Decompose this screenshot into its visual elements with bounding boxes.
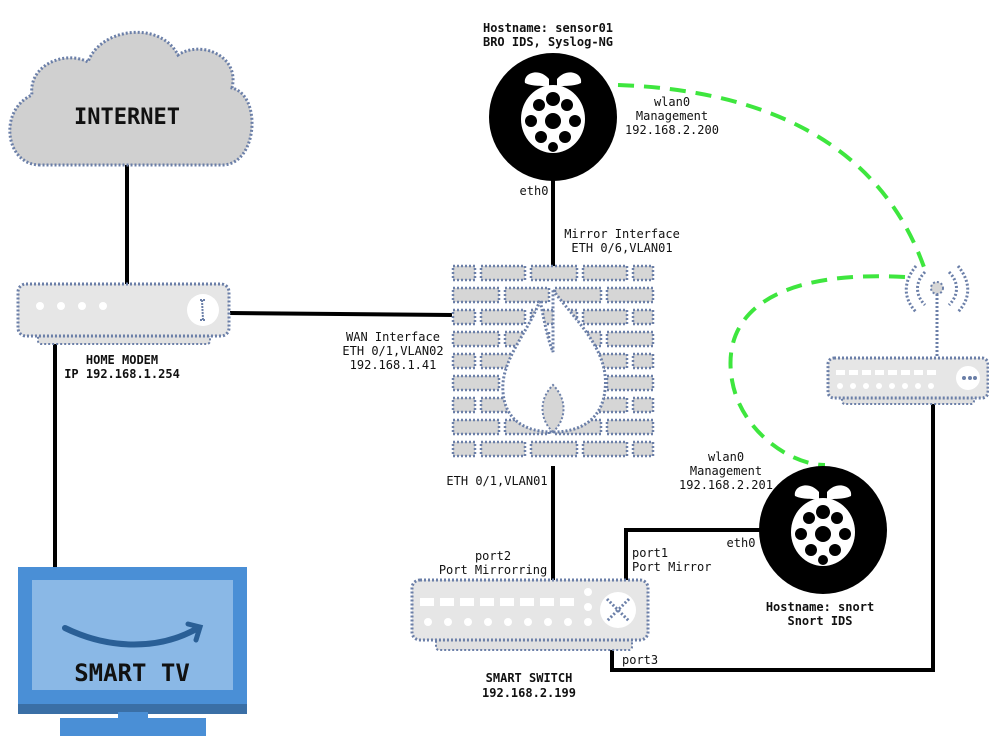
- switch-port1-mode: Port Mirror: [632, 560, 711, 574]
- lan-interface-label: ETH 0/1,VLAN01: [446, 474, 547, 488]
- switch-port2-label: port2: [475, 549, 511, 563]
- switch-logo-icon: [600, 592, 636, 628]
- internet-cloud: INTERNET: [8, 30, 254, 167]
- snort-hostname: Hostname: snort: [766, 600, 874, 614]
- switch-ports: [420, 588, 592, 626]
- sensor01-wlan-role: Management: [636, 109, 708, 123]
- wifi-link-snort: [728, 274, 906, 467]
- link-switch-port3-ap: [610, 400, 935, 672]
- antenna-icon: [904, 265, 970, 358]
- wan-interface-label: WAN Interface: [346, 330, 440, 344]
- sensor01-wlan-label: wlan0: [654, 95, 690, 109]
- switch-port3-label: port3: [622, 653, 658, 667]
- mirror-interface-port: ETH 0/6,VLAN01: [571, 241, 672, 255]
- modem-led-icon: [78, 302, 86, 310]
- modem-led-icon: [99, 302, 107, 310]
- ap-ports: [836, 370, 936, 389]
- sensor01-node: Hostname: sensor01 BRO IDS, Syslog-NG et…: [483, 21, 719, 198]
- firewall: [451, 264, 655, 466]
- amazon-smile-icon: [62, 625, 201, 648]
- wireless-links: [617, 83, 927, 467]
- switch-port1-label: port1: [632, 546, 668, 560]
- modem-name: HOME MODEM: [86, 353, 158, 367]
- wifi-link-sensor01: [617, 83, 927, 271]
- snort-wlan-ip: 192.168.2.201: [679, 478, 773, 492]
- raspberry-pi-icon: [791, 485, 855, 566]
- snort-eth-label: eth0: [727, 536, 756, 550]
- link-switch-port1-snort: [624, 528, 760, 582]
- raspberry-pi-icon: [521, 72, 585, 153]
- sensor01-hostname: Hostname: sensor01: [483, 21, 613, 35]
- tv-label: SMART TV: [74, 659, 190, 687]
- mirror-interface-label: Mirror Interface: [564, 227, 680, 241]
- switch-ip: 192.168.2.199: [482, 686, 576, 700]
- flame-icon: [501, 285, 607, 434]
- modem-led-icon: [57, 302, 65, 310]
- sensor01-services: BRO IDS, Syslog-NG: [483, 35, 613, 49]
- sensor01-eth-label: eth0: [520, 184, 549, 198]
- snort-wlan-role: Management: [690, 464, 762, 478]
- modem-led-icon: [36, 302, 44, 310]
- sensor01-wlan-ip: 192.168.2.200: [625, 123, 719, 137]
- switch-name: SMART SWITCH: [486, 671, 573, 685]
- tv-stand: [60, 718, 206, 736]
- internet-label: INTERNET: [74, 105, 180, 130]
- snort-services: Snort IDS: [787, 614, 852, 628]
- snort-wlan-label: wlan0: [708, 450, 744, 464]
- wireless-access-point: [826, 265, 989, 405]
- wan-interface-port: ETH 0/1,VLAN02: [342, 344, 443, 358]
- link-modem-firewall: [229, 311, 453, 317]
- smart-switch: port2 Port Mirrorring port1 Port Mirror …: [410, 546, 711, 700]
- home-modem: HOME MODEM IP 192.168.1.254: [16, 282, 231, 381]
- wired-links: [53, 165, 935, 672]
- smart-tv: SMART TV: [18, 567, 247, 736]
- snort-node: wlan0 Management 192.168.2.201 eth0 Host…: [679, 450, 887, 628]
- switch-port2-mode: Port Mirrorring: [439, 563, 547, 577]
- wan-interface-ip: 192.168.1.41: [350, 358, 437, 372]
- modem-ip: IP 192.168.1.254: [64, 367, 180, 381]
